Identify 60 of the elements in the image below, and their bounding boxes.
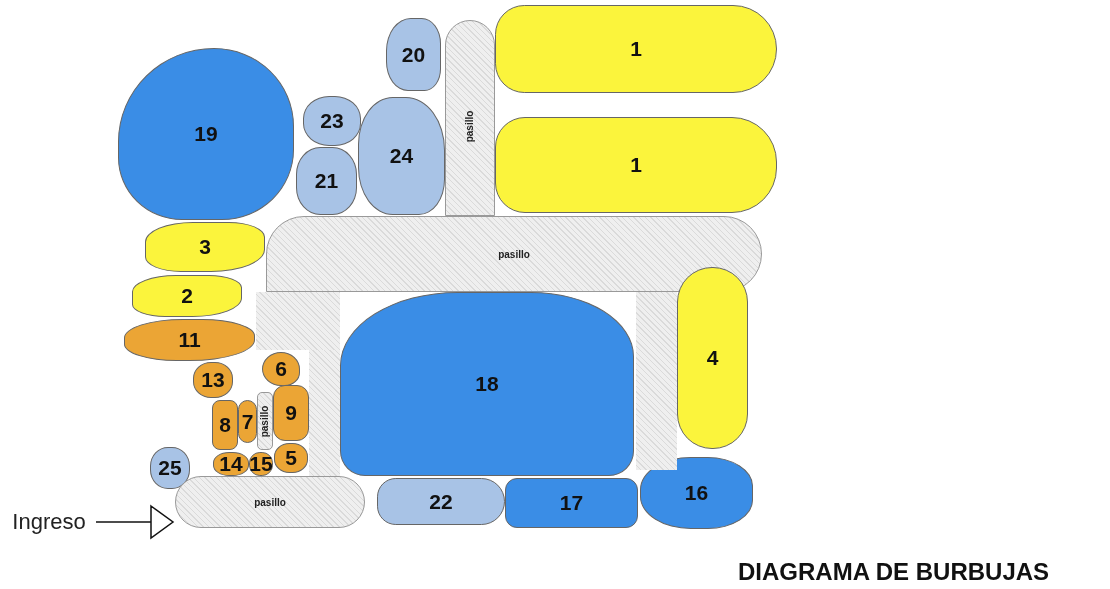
space-number: 21 xyxy=(314,169,339,193)
space-number: 13 xyxy=(201,368,225,392)
space-number: 2 xyxy=(181,284,193,308)
space-number: 9 xyxy=(285,401,297,425)
space-number: 3 xyxy=(199,235,211,259)
entrance-label: Ingreso xyxy=(4,506,94,538)
corridor-area xyxy=(256,292,340,350)
space-bubble xyxy=(377,478,505,525)
corridor-label: pasillo xyxy=(254,496,286,508)
space-bubble xyxy=(274,443,308,473)
space-number: 11 xyxy=(178,328,201,352)
space-number: 1 xyxy=(630,37,642,61)
space-number: 24 xyxy=(389,144,414,168)
space-number: 1 xyxy=(630,153,642,177)
entrance-arrow xyxy=(95,504,175,540)
space-number: 19 xyxy=(194,122,218,146)
corridor-bubble xyxy=(257,392,273,450)
space-bubble xyxy=(262,352,300,386)
space-number: 15 xyxy=(249,452,273,476)
space-bubble xyxy=(193,362,233,398)
corridor-bubble xyxy=(175,476,365,528)
space-bubble xyxy=(132,275,242,317)
space-bubble xyxy=(495,5,777,93)
space-bubble xyxy=(238,400,257,443)
space-bubble xyxy=(213,452,249,476)
space-bubble xyxy=(640,457,753,529)
corridor-label: pasillo xyxy=(259,405,271,437)
corridor-label: pasillo xyxy=(464,110,476,143)
space-number: 5 xyxy=(285,446,297,470)
corridor-label: pasillo xyxy=(498,248,530,260)
corridor-bubble xyxy=(445,20,495,216)
space-bubble xyxy=(677,267,748,449)
space-bubble xyxy=(386,18,441,91)
space-number: 8 xyxy=(219,413,231,437)
space-bubble xyxy=(358,97,445,215)
space-number: 16 xyxy=(684,481,709,505)
space-number: 7 xyxy=(241,409,254,434)
diagram-title: DIAGRAMA DE BURBUJAS xyxy=(738,558,1050,586)
space-number: 6 xyxy=(275,357,287,381)
space-number: 4 xyxy=(706,346,719,370)
space-bubble xyxy=(303,96,361,146)
space-bubble xyxy=(273,385,309,441)
corridor-bubble xyxy=(266,216,762,292)
corridor-area xyxy=(636,292,677,470)
space-bubble xyxy=(145,222,265,272)
space-bubble xyxy=(150,447,190,489)
space-number: 17 xyxy=(559,491,584,515)
space-number: 20 xyxy=(401,42,426,67)
space-bubble xyxy=(212,400,238,450)
space-number: 14 xyxy=(219,452,243,476)
space-bubble xyxy=(495,117,777,213)
space-number: 18 xyxy=(475,372,499,396)
space-bubble xyxy=(124,319,255,361)
corridor-area xyxy=(309,350,340,476)
space-number: 22 xyxy=(429,489,453,514)
space-bubble xyxy=(505,478,638,528)
space-number: 25 xyxy=(158,456,182,480)
space-bubble xyxy=(340,292,634,476)
space-bubble xyxy=(296,147,357,215)
space-number: 23 xyxy=(320,109,344,133)
